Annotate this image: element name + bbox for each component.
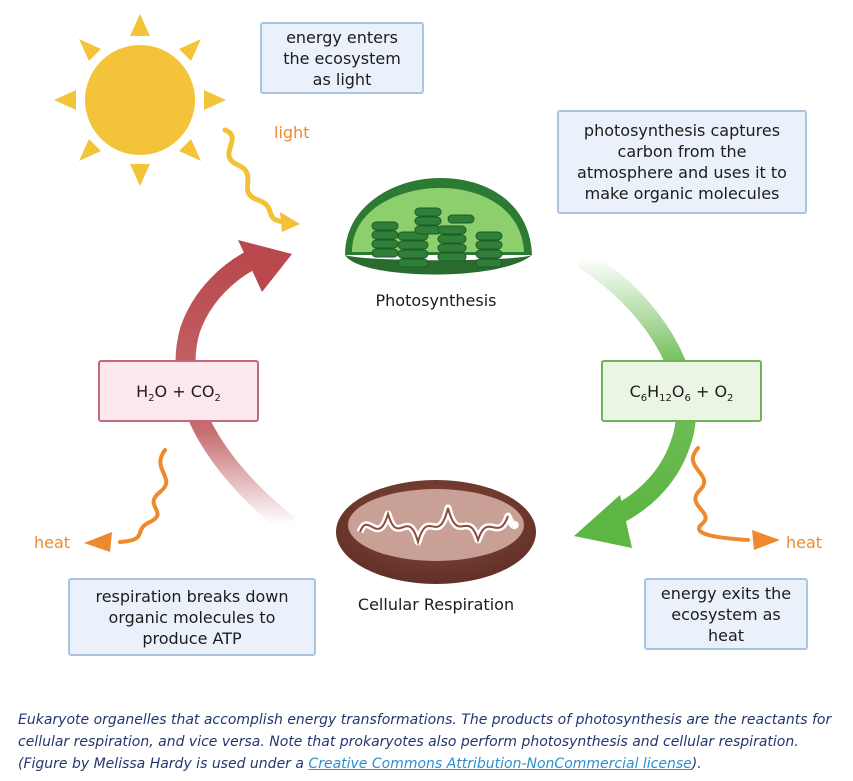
mitochondrion-icon bbox=[336, 480, 536, 584]
chloroplast-icon bbox=[345, 178, 532, 275]
cellular-respiration-label: Cellular Respiration bbox=[357, 595, 515, 614]
diagram-graphics bbox=[54, 14, 780, 584]
heat-wave-left bbox=[118, 448, 169, 544]
photosynthesis-to-respiration-arrow bbox=[576, 249, 697, 528]
respiration-breaks-text: respiration breaks down organic molecule… bbox=[95, 586, 289, 648]
photosynthesis-captures-text: photosynthesis captures carbon from the … bbox=[577, 121, 787, 203]
products-box: C6H12O6 + O2 bbox=[601, 360, 762, 422]
light-wave bbox=[222, 127, 288, 225]
heat-label-right: heat bbox=[786, 533, 823, 552]
respiration-breaks-box: respiration breaks down organic molecule… bbox=[68, 578, 316, 656]
energy-exits-text: energy exits the ecosystem as heat bbox=[660, 583, 792, 645]
energy-enters-text: energy enters the ecosystem as light bbox=[283, 27, 401, 89]
heat-wave-right bbox=[690, 446, 750, 542]
heat-label-left: heat bbox=[34, 533, 71, 552]
energy-exits-box: energy exits the ecosystem as heat bbox=[644, 578, 808, 650]
figure-caption: Eukaryote organelles that accomplish ene… bbox=[18, 709, 846, 775]
caption-text: Eukaryote organelles that accomplish ene… bbox=[18, 712, 832, 772]
caption-end: ). bbox=[691, 756, 702, 772]
respiration-to-photosynthesis-arrow bbox=[175, 248, 295, 533]
products-formula: C6H12O6 + O2 bbox=[629, 381, 734, 404]
photosynthesis-label: Photosynthesis bbox=[375, 291, 497, 310]
photosynthesis-captures-box: photosynthesis captures carbon from the … bbox=[557, 110, 807, 214]
sun-icon bbox=[54, 14, 226, 186]
energy-enters-box: energy enters the ecosystem as light bbox=[260, 22, 424, 94]
reactants-box: H2O + CO2 bbox=[98, 360, 259, 422]
license-link[interactable]: Creative Commons Attribution-NonCommerci… bbox=[308, 756, 692, 772]
light-label: light bbox=[274, 123, 310, 142]
reactants-formula: H2O + CO2 bbox=[136, 381, 221, 404]
